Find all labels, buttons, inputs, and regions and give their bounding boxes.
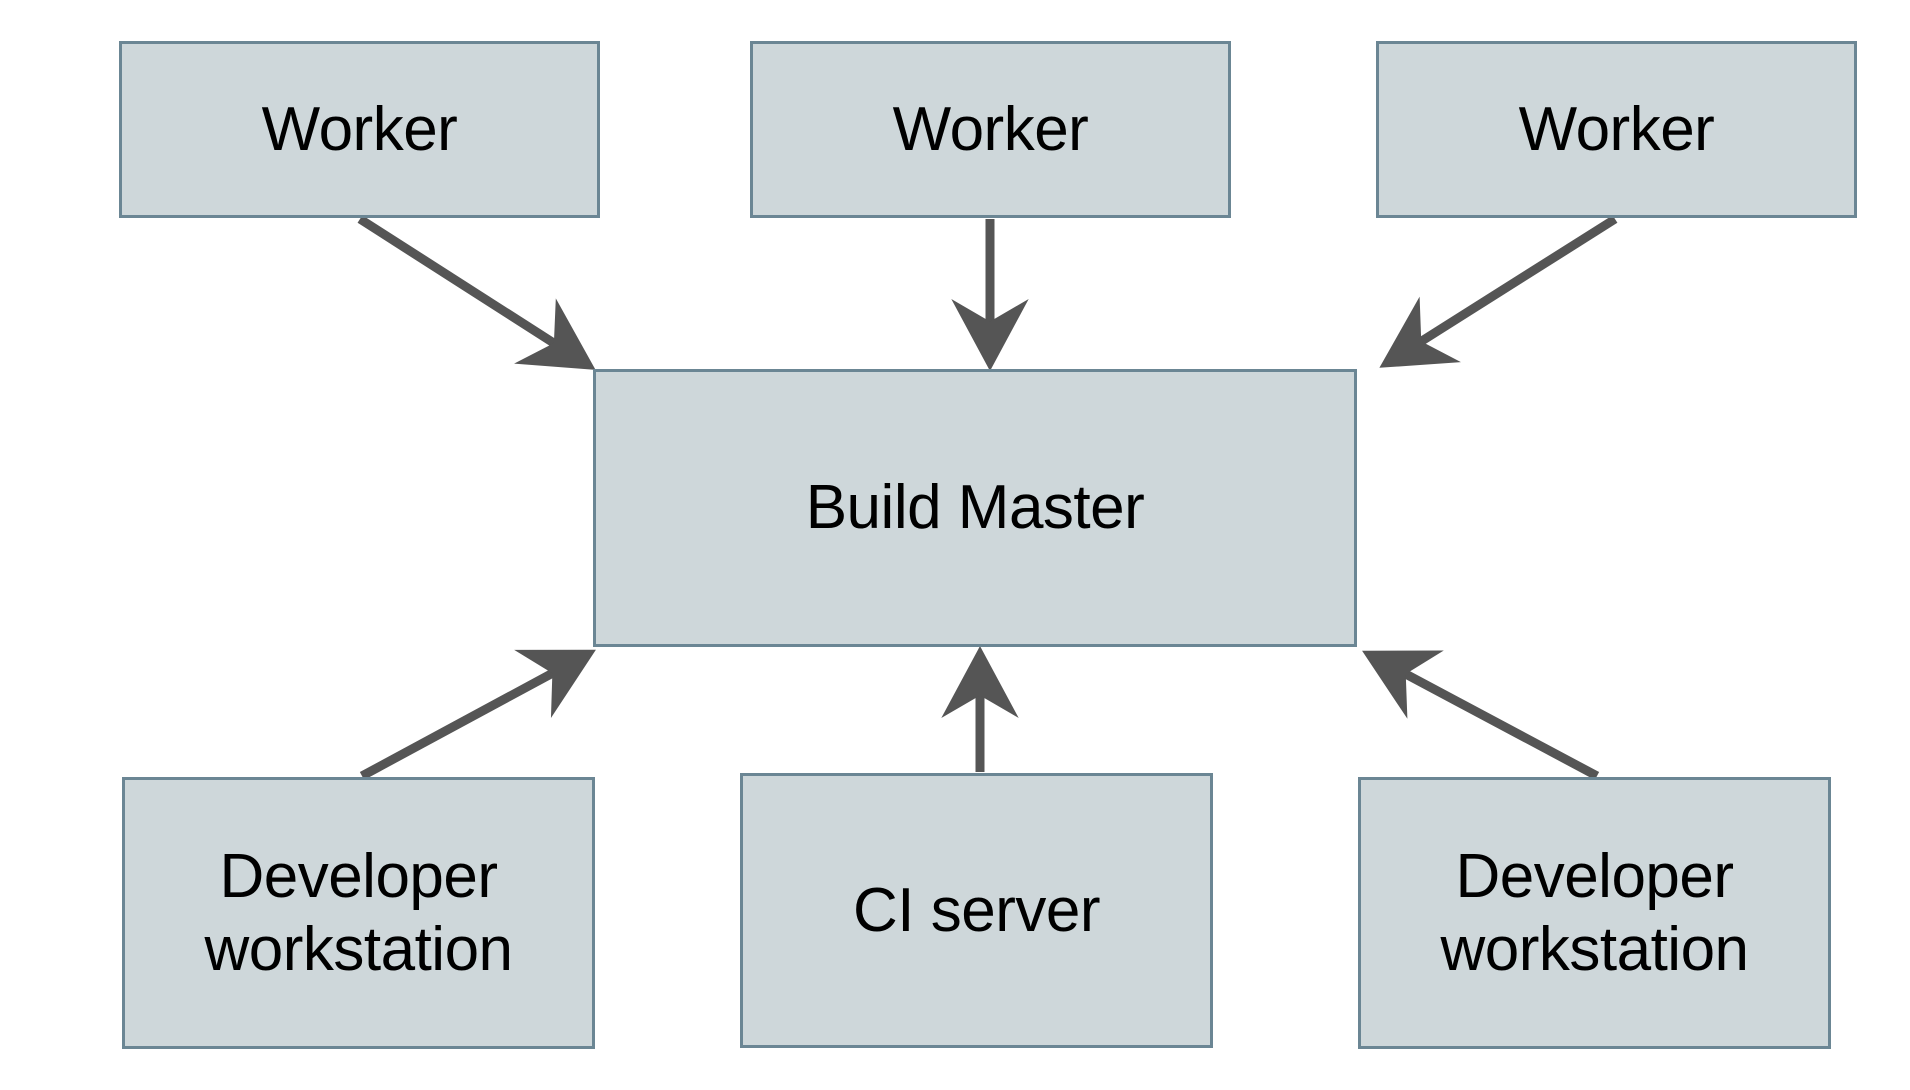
node-worker-2-label: Worker bbox=[892, 94, 1089, 164]
edge-worker-1-to-build-master bbox=[357, 215, 596, 370]
node-developer-workstation-right-label: Developer workstation bbox=[1440, 841, 1749, 984]
node-developer-workstation-left[interactable]: Developer workstation bbox=[122, 777, 595, 1049]
node-ci-server[interactable]: CI server bbox=[740, 773, 1213, 1048]
node-ci-server-label: CI server bbox=[853, 875, 1100, 945]
node-worker-1-label: Worker bbox=[261, 94, 458, 164]
node-worker-3-label: Worker bbox=[1518, 94, 1715, 164]
node-worker-2[interactable]: Worker bbox=[750, 41, 1231, 218]
node-worker-3[interactable]: Worker bbox=[1376, 41, 1857, 218]
node-build-master-label: Build Master bbox=[805, 473, 1145, 543]
node-developer-workstation-left-label: Developer workstation bbox=[204, 841, 513, 984]
node-worker-1[interactable]: Worker bbox=[119, 41, 600, 218]
node-build-master[interactable]: Build Master bbox=[593, 369, 1357, 647]
edge-dev-workstation-left-to-build-master bbox=[359, 649, 596, 780]
edge-worker-3-to-build-master bbox=[1379, 215, 1618, 368]
edge-dev-workstation-right-to-build-master bbox=[1362, 650, 1600, 780]
node-developer-workstation-right[interactable]: Developer workstation bbox=[1358, 777, 1831, 1049]
